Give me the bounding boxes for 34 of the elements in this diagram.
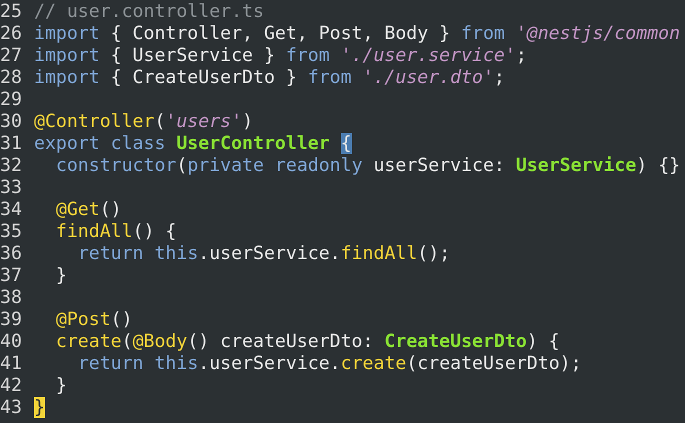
code-line: create(@Body() createUserDto: CreateUserDto) { xyxy=(54,331,560,353)
line-number: 28 xyxy=(0,67,22,89)
line-number: 39 xyxy=(0,309,22,331)
line-number: 34 xyxy=(0,199,22,221)
code-line: @Post() xyxy=(54,309,133,331)
code-line: import { CreateUserDto } from './user.dto'; xyxy=(34,67,505,89)
line-number: 31 xyxy=(0,133,22,155)
line-number: 40 xyxy=(0,331,22,353)
line-number: 33 xyxy=(0,177,22,199)
line-number: 30 xyxy=(0,111,22,133)
code-line: } xyxy=(54,265,67,287)
line-number: 38 xyxy=(0,287,22,309)
line-number: 26 xyxy=(0,23,22,45)
line-number: 35 xyxy=(0,221,22,243)
code-line: import { UserService } from './user.service'; xyxy=(34,45,527,67)
line-number: 43 xyxy=(0,397,22,419)
code-line: } xyxy=(54,375,67,397)
code-line: export class UserController { xyxy=(34,133,352,155)
code-line: import { Controller, Get, Post, Body } from '@nestjs/common xyxy=(34,23,680,45)
line-number: 27 xyxy=(0,45,22,67)
code-line: @Controller('users') xyxy=(34,111,254,133)
code-line: // user.controller.ts xyxy=(34,1,264,23)
line-number: 37 xyxy=(0,265,22,287)
line-number: 32 xyxy=(0,155,22,177)
line-number: 36 xyxy=(0,243,22,265)
line-number: 41 xyxy=(0,353,22,375)
line-number: 42 xyxy=(0,375,22,397)
line-number: 29 xyxy=(0,89,22,111)
code-line: return this.userService.findAll(); xyxy=(76,243,450,265)
code-line: return this.userService.create(createUserDto); xyxy=(76,353,582,375)
code-line: findAll() { xyxy=(54,221,176,243)
line-number: 25 xyxy=(0,1,22,23)
code-line: constructor(private readonly userService: UserService) {} xyxy=(54,155,680,177)
code-line: @Get() xyxy=(54,199,122,221)
